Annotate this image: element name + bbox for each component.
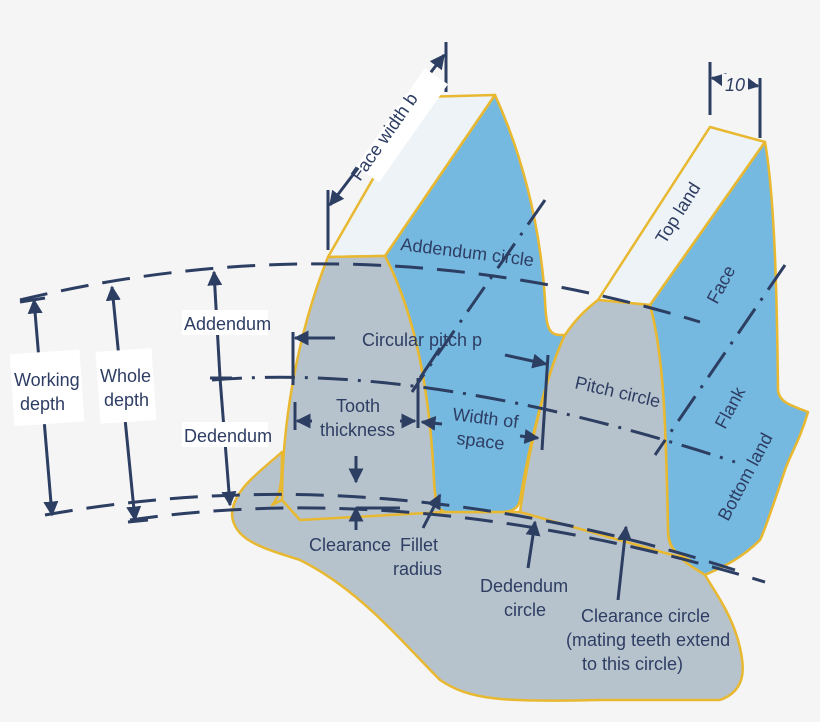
width-of-space-arrow-right: [519, 429, 540, 444]
ten-label-bg: [722, 74, 748, 94]
whole-depth-label-bg: [95, 348, 157, 424]
addendum-label-bg: [182, 310, 268, 335]
working-depth-label-1: Working: [14, 370, 80, 390]
clearance-circle-arrow: [616, 525, 632, 601]
fillet-radius-label-1: Fillet: [400, 535, 438, 555]
fillet-left: [270, 450, 284, 507]
dedendum-label-bg: [182, 422, 268, 447]
fillet-arrow: [421, 493, 442, 529]
face-width-label-bg: [356, 68, 448, 183]
working-depth-label-2: depth: [20, 394, 65, 414]
addendum-circle-line: [19, 262, 701, 324]
clearance-circle-label-3: to this circle): [582, 654, 683, 674]
tooth-2-center-line: [653, 264, 787, 456]
clearance-circle-line: [129, 506, 766, 584]
dedendum-circle-label-1: Dedendum: [480, 576, 568, 596]
whole-depth-label-2: depth: [104, 390, 149, 410]
tooth-thickness-label-2: thickness: [320, 420, 395, 440]
working-depth-tick-top: [19, 296, 46, 304]
clearance-circle-label-1: Clearance circle: [581, 606, 710, 626]
pitch-circle-line: [211, 375, 736, 464]
pitch-leader: [418, 347, 442, 379]
dedendum-circle-arrow: [525, 520, 541, 569]
whole-depth-tick-bottom: [127, 518, 149, 524]
circular-pitch-ext-right: [540, 354, 550, 451]
tooth-1-center-line: [410, 199, 547, 393]
fillet-radius-label-2: radius: [393, 559, 442, 579]
circular-pitch-label: Circular pitch p: [362, 330, 482, 350]
addendum-label: Addendum: [184, 314, 271, 334]
ten-label: 10: [725, 75, 745, 95]
working-depth-label-bg: [9, 349, 85, 427]
clearance-circle-label-2: (mating teeth extend: [566, 630, 730, 650]
whole-depth-label-1: Whole: [100, 366, 151, 386]
circular-pitch-arrow-right: [504, 353, 548, 369]
clearance-label: Clearance: [309, 535, 391, 555]
width-of-space-arrow-left: [420, 415, 443, 431]
tooth-thickness-label-1: Tooth: [336, 396, 380, 416]
dedendum-circle-label-2: circle: [504, 600, 546, 620]
dedendum-label: Dedendum: [184, 426, 272, 446]
